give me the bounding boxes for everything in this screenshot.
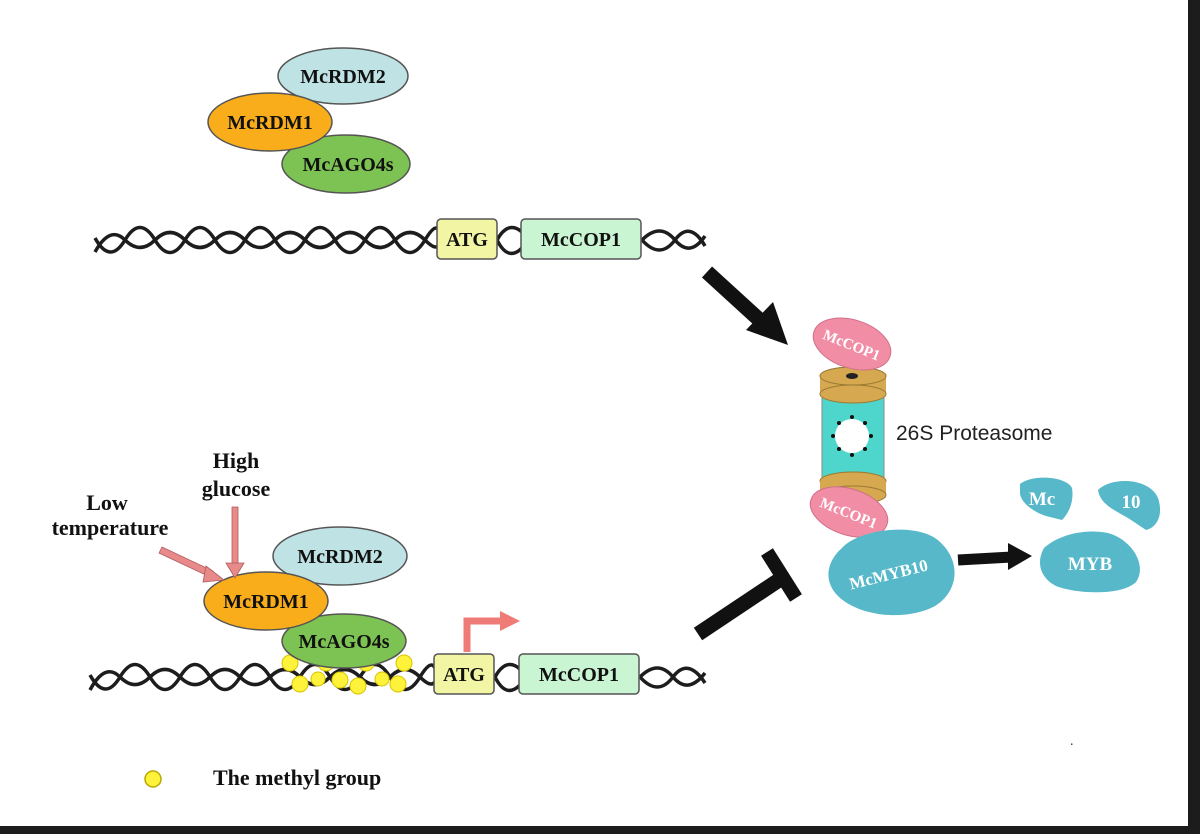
inhibition-arrow (693, 548, 802, 641)
high-glucose-line1: High (213, 448, 259, 473)
activation-arrow (701, 266, 788, 345)
top-dna-helix (93, 225, 707, 256)
top-rdm1-ellipse: McRDM1 (207, 92, 333, 152)
degradation-arrow (957, 543, 1032, 570)
top-rdm1-label: McRDM1 (227, 112, 313, 134)
bottom-cop1-label: McCOP1 (539, 664, 619, 686)
legend-methyl-label: The methyl group (213, 765, 381, 790)
window-edge-bottom (0, 826, 1200, 834)
myb-fragment-mc: Mc (1020, 477, 1073, 520)
top-ago4-label: McAGO4s (302, 154, 393, 176)
top-cop1-box: McCOP1 (520, 218, 642, 260)
transcription-start-arrow (463, 611, 520, 652)
bottom-atg-label: ATG (443, 664, 485, 686)
high-glucose-line2: glucose (202, 476, 271, 501)
myb-fragment-myb-label: MYB (1068, 554, 1113, 575)
proteasome (819, 366, 887, 505)
legend-methyl-dot (144, 770, 162, 788)
low-temperature-line2: temperature (52, 515, 169, 540)
top-cop1-label: McCOP1 (541, 229, 621, 251)
bottom-ago4-ellipse: McAGO4s (281, 613, 407, 669)
bottom-atg-box: ATG (433, 653, 495, 695)
legend: The methyl group (144, 765, 381, 790)
bottom-rdm1-label: McRDM1 (223, 591, 309, 613)
bottom-cop1-box: McCOP1 (518, 653, 640, 695)
myb-fragment-10: 10 (1098, 480, 1161, 530)
low-temperature-arrow (158, 546, 226, 583)
high-glucose-arrow (225, 506, 245, 579)
top-atg-label: ATG (446, 229, 488, 251)
bottom-dna-helix (88, 662, 707, 693)
bottom-rdm2-label: McRDM2 (297, 546, 383, 568)
window-edge-right (1188, 0, 1200, 834)
top-rdm2-ellipse: McRDM2 (277, 47, 409, 105)
proteasome-pore-dots (831, 415, 873, 457)
top-atg-box: ATG (436, 218, 498, 260)
proteasome-label: 26S Proteasome (896, 422, 1052, 445)
bottom-rdm1-ellipse: McRDM1 (203, 571, 329, 631)
proteasome-cop1-top: McCOP1 (812, 317, 892, 371)
myb-fragment-10-label: 10 (1122, 492, 1141, 513)
bottom-rdm2-ellipse: McRDM2 (272, 526, 408, 586)
top-rdm2-label: McRDM2 (300, 66, 386, 88)
top-ago4-ellipse: McAGO4s (281, 134, 411, 194)
proteasome-cop1-bottom: McCOP1 (809, 486, 889, 538)
bottom-ago4-label: McAGO4s (298, 631, 389, 653)
low-temperature-line1: Low (86, 490, 128, 515)
stray-mark: . (1070, 734, 1074, 749)
myb-fragment-myb: MYB (1040, 531, 1140, 593)
myb-fragment-mc-label: Mc (1029, 489, 1055, 510)
mcmyb10-protein: McMYB10 (828, 529, 955, 616)
